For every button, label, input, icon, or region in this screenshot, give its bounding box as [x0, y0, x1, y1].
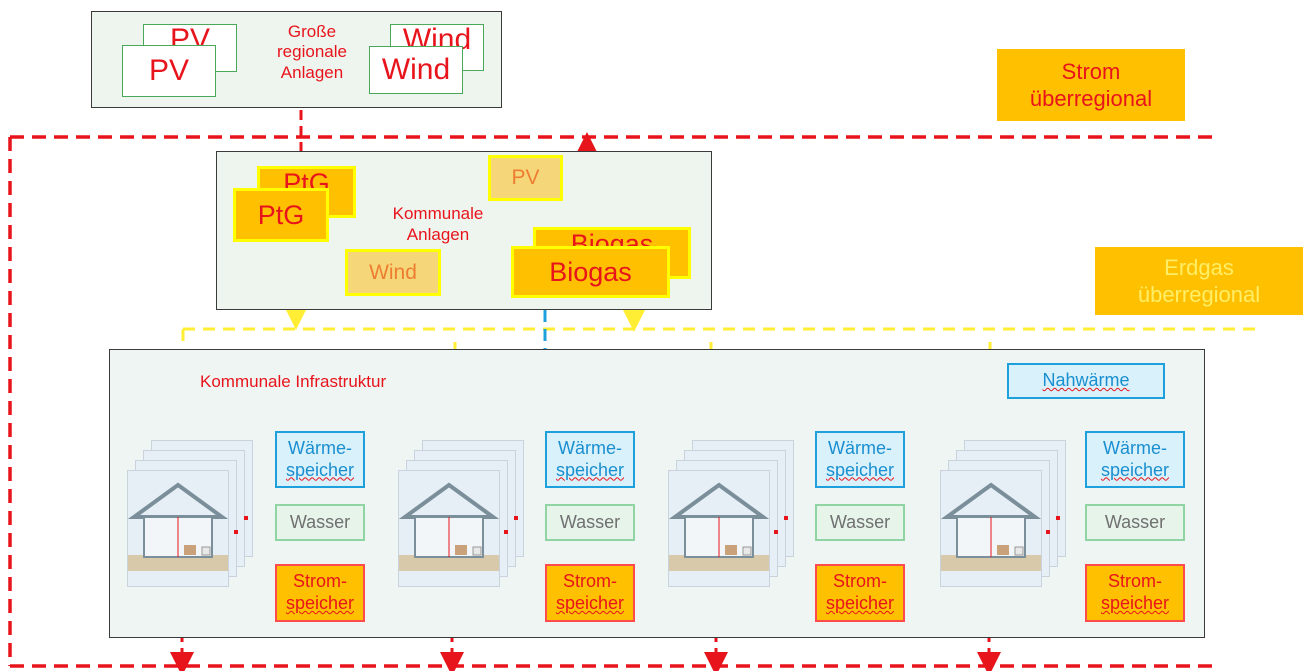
erdgas-ueberregional-line1: Erdgas — [1164, 254, 1234, 280]
stromspeicher-line2: speicher — [285, 593, 355, 613]
waermespeicher-line2: speicher — [1100, 459, 1170, 480]
wasser-label: Wasser — [1104, 512, 1166, 532]
stromspeicher-line1: Strom- — [562, 571, 617, 592]
waermespeicher-line1: Wärme- — [827, 437, 892, 458]
nahwaerme-box: Nahwärme — [1007, 363, 1165, 399]
wind-front-box: Wind — [369, 46, 463, 94]
regional-plants-label: Große regionale Anlagen — [277, 22, 347, 82]
nahwaerme-label: Nahwärme — [1042, 370, 1130, 391]
kommunale-wind-label: Wind — [369, 260, 417, 284]
biogas-front-box: Biogas — [511, 246, 670, 298]
ptg-front-label: PtG — [257, 199, 305, 230]
stromspeicher-line1: Strom- — [832, 571, 887, 592]
kommunale-anlagen-label: Kommunale Anlagen — [392, 204, 484, 245]
pv-front-box: PV — [122, 45, 216, 97]
strom-ueberregional-box: Strom überregional — [997, 49, 1185, 121]
strom-grid-lines — [8, 135, 1220, 668]
waermespeicher-box-1: Wärme- speicher — [275, 431, 365, 488]
waermespeicher-line2: speicher — [825, 459, 895, 480]
house-icon — [398, 470, 500, 587]
waermespeicher-line2: speicher — [285, 459, 355, 480]
ptg-front-box: PtG — [233, 188, 329, 242]
biogas-front-label: Biogas — [549, 256, 632, 287]
infrastruktur-title: Kommunale Infrastruktur — [200, 372, 387, 391]
wasser-box-2: Wasser — [545, 504, 635, 541]
strom-ueberregional-line2: überregional — [1029, 86, 1153, 111]
wasser-label: Wasser — [829, 512, 891, 532]
house-icon — [940, 470, 1042, 587]
kommunale-pv-box: PV — [488, 155, 563, 201]
waermespeicher-line1: Wärme- — [1102, 437, 1167, 458]
waermespeicher-line2: speicher — [555, 459, 625, 480]
stromspeicher-box-3: Strom- speicher — [815, 564, 905, 622]
wasser-box-3: Wasser — [815, 504, 905, 541]
wasser-label: Wasser — [289, 512, 351, 532]
house-icon — [127, 470, 229, 587]
wasser-label: Wasser — [559, 512, 621, 532]
stromspeicher-box-1: Strom- speicher — [275, 564, 365, 622]
stromspeicher-line2: speicher — [555, 593, 625, 613]
kommunale-pv-label: PV — [511, 166, 540, 189]
waermespeicher-line1: Wärme- — [287, 437, 352, 458]
stromspeicher-line2: speicher — [1100, 593, 1170, 613]
waermespeicher-line1: Wärme- — [557, 437, 622, 458]
kommunale-wind-box: Wind — [345, 249, 441, 296]
wasser-box-1: Wasser — [275, 504, 365, 541]
stromspeicher-line1: Strom- — [292, 571, 347, 592]
waermespeicher-box-3: Wärme- speicher — [815, 431, 905, 488]
wind-front-label: Wind — [381, 53, 451, 86]
stromspeicher-line1: Strom- — [1107, 571, 1162, 592]
stromspeicher-box-4: Strom- speicher — [1085, 564, 1185, 622]
waermespeicher-box-2: Wärme- speicher — [545, 431, 635, 488]
house-icon — [668, 470, 770, 587]
pv-front-label: PV — [148, 54, 190, 87]
erdgas-ueberregional-line2: überregional — [1137, 282, 1261, 307]
waermespeicher-box-4: Wärme- speicher — [1085, 431, 1185, 488]
wasser-box-4: Wasser — [1085, 504, 1185, 541]
erdgas-ueberregional-box: Erdgas überregional — [1095, 247, 1303, 315]
stromspeicher-line2: speicher — [825, 593, 895, 613]
strom-ueberregional-line1: Strom — [1061, 58, 1121, 84]
stromspeicher-box-2: Strom- speicher — [545, 564, 635, 622]
